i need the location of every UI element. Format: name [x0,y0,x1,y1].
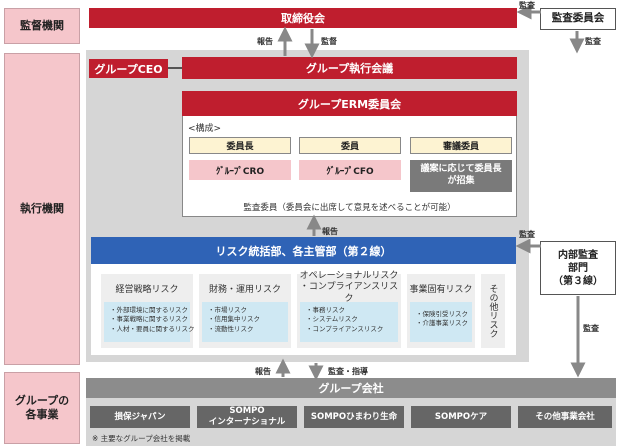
risk-card-business: 事業固有リスク ・保険引受リスク ・介護事業リスク [407,274,475,348]
risk-dept-title: リスク統括部、各主管部（第２線） [215,244,392,258]
category-group-business: グループの 各事業 [4,372,80,444]
risk-item: ・市場リスク [208,306,247,314]
risk-card-operational-title: オペレーショナルリスク ・コンプライアンスリスク [299,271,399,304]
deliberation-note: 議案に応じて委員長 が招集 [410,160,512,192]
category-executive: 執行機関 [4,53,80,365]
deliberation-note-label: 議案に応じて委員長 が招集 [420,164,502,186]
group-exec-council: グループ執行会議 [182,57,517,79]
company-sompo-himawari: SOMPOひまわり生命 [304,406,404,428]
category-executive-label: 執行機関 [20,201,64,215]
label-report-board: 報告 [257,37,273,46]
erm-audit-note: 監査委員（委員会に出席して意見を述べることが可能） [243,203,456,213]
internal-audit-label: 内部監査 部門 （第３線） [553,249,603,287]
label-audit-guidance: 監査・指導 [328,367,368,376]
label-supervise: 監督 [321,37,337,46]
label-report-companies: 報告 [255,367,271,376]
risk-item: ・保険引受リスク [416,310,468,318]
risk-dept-bar: リスク統括部、各主管部（第２線） [91,237,516,264]
erm-composition-label: <構成> [188,124,222,134]
risk-item: ・システムリスク [306,315,358,324]
company-label: SOMPOケア [434,411,488,422]
role-member: 委員 [299,137,401,154]
company-other: その他事業会社 [518,406,612,428]
risk-card-other-label: その他リスク [487,284,498,338]
risk-card-strategy: 経営戦略リスク ・外部環境に関するリスク ・事業戦略に関するリスク ・人材・要員… [101,274,195,348]
company-label: SOMPO インターナショナル [208,406,286,427]
role-deliberation-label: 審議委員 [442,142,479,152]
role-chairman-label: 委員長 [226,142,254,152]
risk-card-strategy-items: ・外部環境に関するリスク ・事業戦略に関するリスク ・人材・要員に関するリスク [104,302,195,342]
company-label: その他事業会社 [535,411,595,422]
ceo-connector [168,67,182,69]
category-supervisory: 監督機関 [4,8,80,44]
internal-audit-dept: 内部監査 部門 （第３線） [540,241,616,295]
board-label: 取締役会 [281,12,325,25]
member-cro-label: ｸﾞﾙｰﾌﾟCRO [215,166,265,177]
label-audit-risk: 監査 [519,230,535,239]
risk-card-business-items: ・保険引受リスク ・介護事業リスク [410,302,472,342]
category-supervisory-label: 監督機関 [20,18,64,32]
board-of-directors: 取締役会 [89,8,517,28]
company-label: 損保ジャパン [114,411,166,422]
group-ceo-label: グループCEO [94,62,163,76]
member-cfo-label: ｸﾞﾙｰﾌﾟCFO [326,166,374,177]
label-audit-companies: 監査 [583,324,599,333]
risk-item: ・介護事業リスク [416,319,468,328]
risk-item: ・事務リスク [306,306,345,314]
member-cfo: ｸﾞﾙｰﾌﾟCFO [299,160,401,180]
exec-council-label: グループ執行会議 [305,62,394,75]
risk-card-operational: オペレーショナルリスク ・コンプライアンスリスク ・事務リスク ・システムリスク… [297,271,401,348]
risk-card-finance: 財務・運用リスク ・市場リスク ・信用集中リスク ・流動性リスク [199,274,291,348]
role-deliberation-member: 審議委員 [410,137,512,154]
risk-item: ・外部環境に関するリスク [110,306,188,314]
group-ceo: グループCEO [89,59,168,78]
label-audit-board: 監査 [519,1,535,10]
company-sompo-care: SOMPOケア [411,406,511,428]
label-report-erm: 報告 [322,227,338,236]
role-member-label: 委員 [340,142,359,152]
company-sompo-international: SOMPO インターナショナル [197,406,297,428]
risk-item: ・事業戦略に関するリスク [110,315,188,324]
member-cro: ｸﾞﾙｰﾌﾟCRO [189,160,291,180]
risk-item: ・コンプライアンスリスク [306,324,384,333]
group-companies-title: グループ会社 [318,382,384,395]
risk-item: ・人材・要員に関するリスク [110,324,195,333]
role-chairman: 委員長 [189,137,291,154]
audit-committee-label: 監査委員会 [551,12,605,25]
label-audit-down: 監査 [585,37,601,46]
risk-card-business-title: 事業固有リスク [409,284,473,295]
risk-item: ・信用集中リスク [208,315,260,324]
erm-title: グループERM委員会 [297,97,402,111]
group-companies-note: ※ 主要なグループ会社を掲載 [92,434,191,443]
risk-card-finance-title: 財務・運用リスク [208,284,281,295]
erm-title-bar: グループERM委員会 [182,91,517,116]
risk-card-operational-items: ・事務リスク ・システムリスク ・コンプライアンスリスク [300,302,398,342]
risk-card-other: その他リスク [481,274,505,348]
audit-committee: 監査委員会 [540,8,616,30]
company-sompo-japan: 損保ジャパン [90,406,190,428]
company-label: SOMPOひまわり生命 [310,411,398,422]
risk-card-strategy-title: 経営戦略リスク [115,284,179,295]
group-companies-bar: グループ会社 [86,378,616,398]
risk-card-finance-items: ・市場リスク ・信用集中リスク ・流動性リスク [202,302,288,342]
risk-item: ・流動性リスク [208,324,254,333]
category-group-business-label: グループの 各事業 [14,393,70,421]
